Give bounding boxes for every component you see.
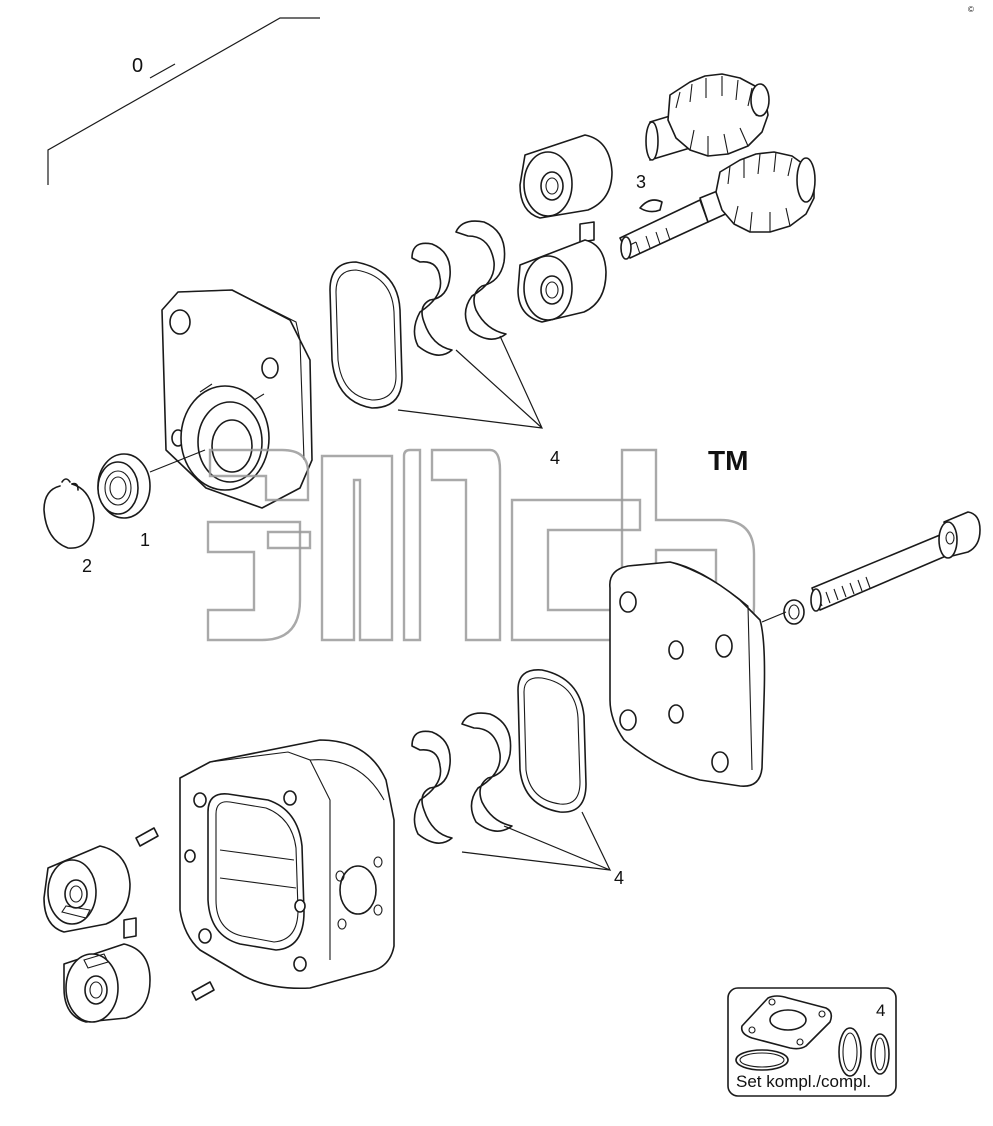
lower-backup-ring-1 [411, 730, 453, 844]
callout-seal-kit-upper: 4 [550, 448, 560, 468]
circlip [43, 478, 95, 549]
callout-assembly: 0 [132, 55, 143, 77]
kit-box-label: Set kompl./compl. [736, 1072, 871, 1091]
shaft-seal [97, 453, 151, 519]
assembly-leader [47, 17, 320, 185]
dowel-pin-lower-1 [135, 827, 159, 847]
seal-kit-box [727, 987, 897, 1097]
dowel-pin-lower-3 [191, 981, 215, 1001]
lower-bushing-top [43, 845, 131, 933]
dowel-pin-lower-2 [123, 917, 137, 939]
callout-circlip: 2 [82, 556, 92, 576]
lower-seal-leader [461, 811, 612, 872]
upper-oval-gasket [329, 261, 403, 409]
assembly-bolt [810, 511, 981, 612]
rear-cover [609, 561, 766, 787]
callout-seal: 1 [140, 530, 150, 550]
dowel-pin-upper [579, 221, 595, 243]
upper-bushing-bottom [517, 239, 607, 323]
upper-backup-ring-1 [411, 242, 453, 356]
bolt-washer [783, 599, 805, 625]
driven-gear [645, 73, 770, 161]
pump-housing [179, 739, 395, 990]
corner-mark: © [968, 5, 974, 14]
drive-gear-shaft [619, 151, 816, 260]
trademark-symbol: TM [708, 445, 748, 476]
upper-seal-leader [397, 335, 543, 429]
front-flange-cover [161, 289, 313, 509]
lower-oval-gasket [517, 669, 587, 813]
callout-seal-kit-lower: 4 [614, 868, 624, 888]
upper-bushing-top [519, 134, 613, 219]
lower-bushing-bottom [63, 943, 151, 1023]
callout-kit-box: 4 [876, 1001, 885, 1020]
upper-backup-ring-2 [455, 220, 507, 340]
watermark-logo [206, 448, 756, 642]
lower-backup-ring-2 [461, 712, 513, 832]
callout-gears: 3 [636, 172, 646, 192]
woodruff-key [639, 199, 663, 213]
